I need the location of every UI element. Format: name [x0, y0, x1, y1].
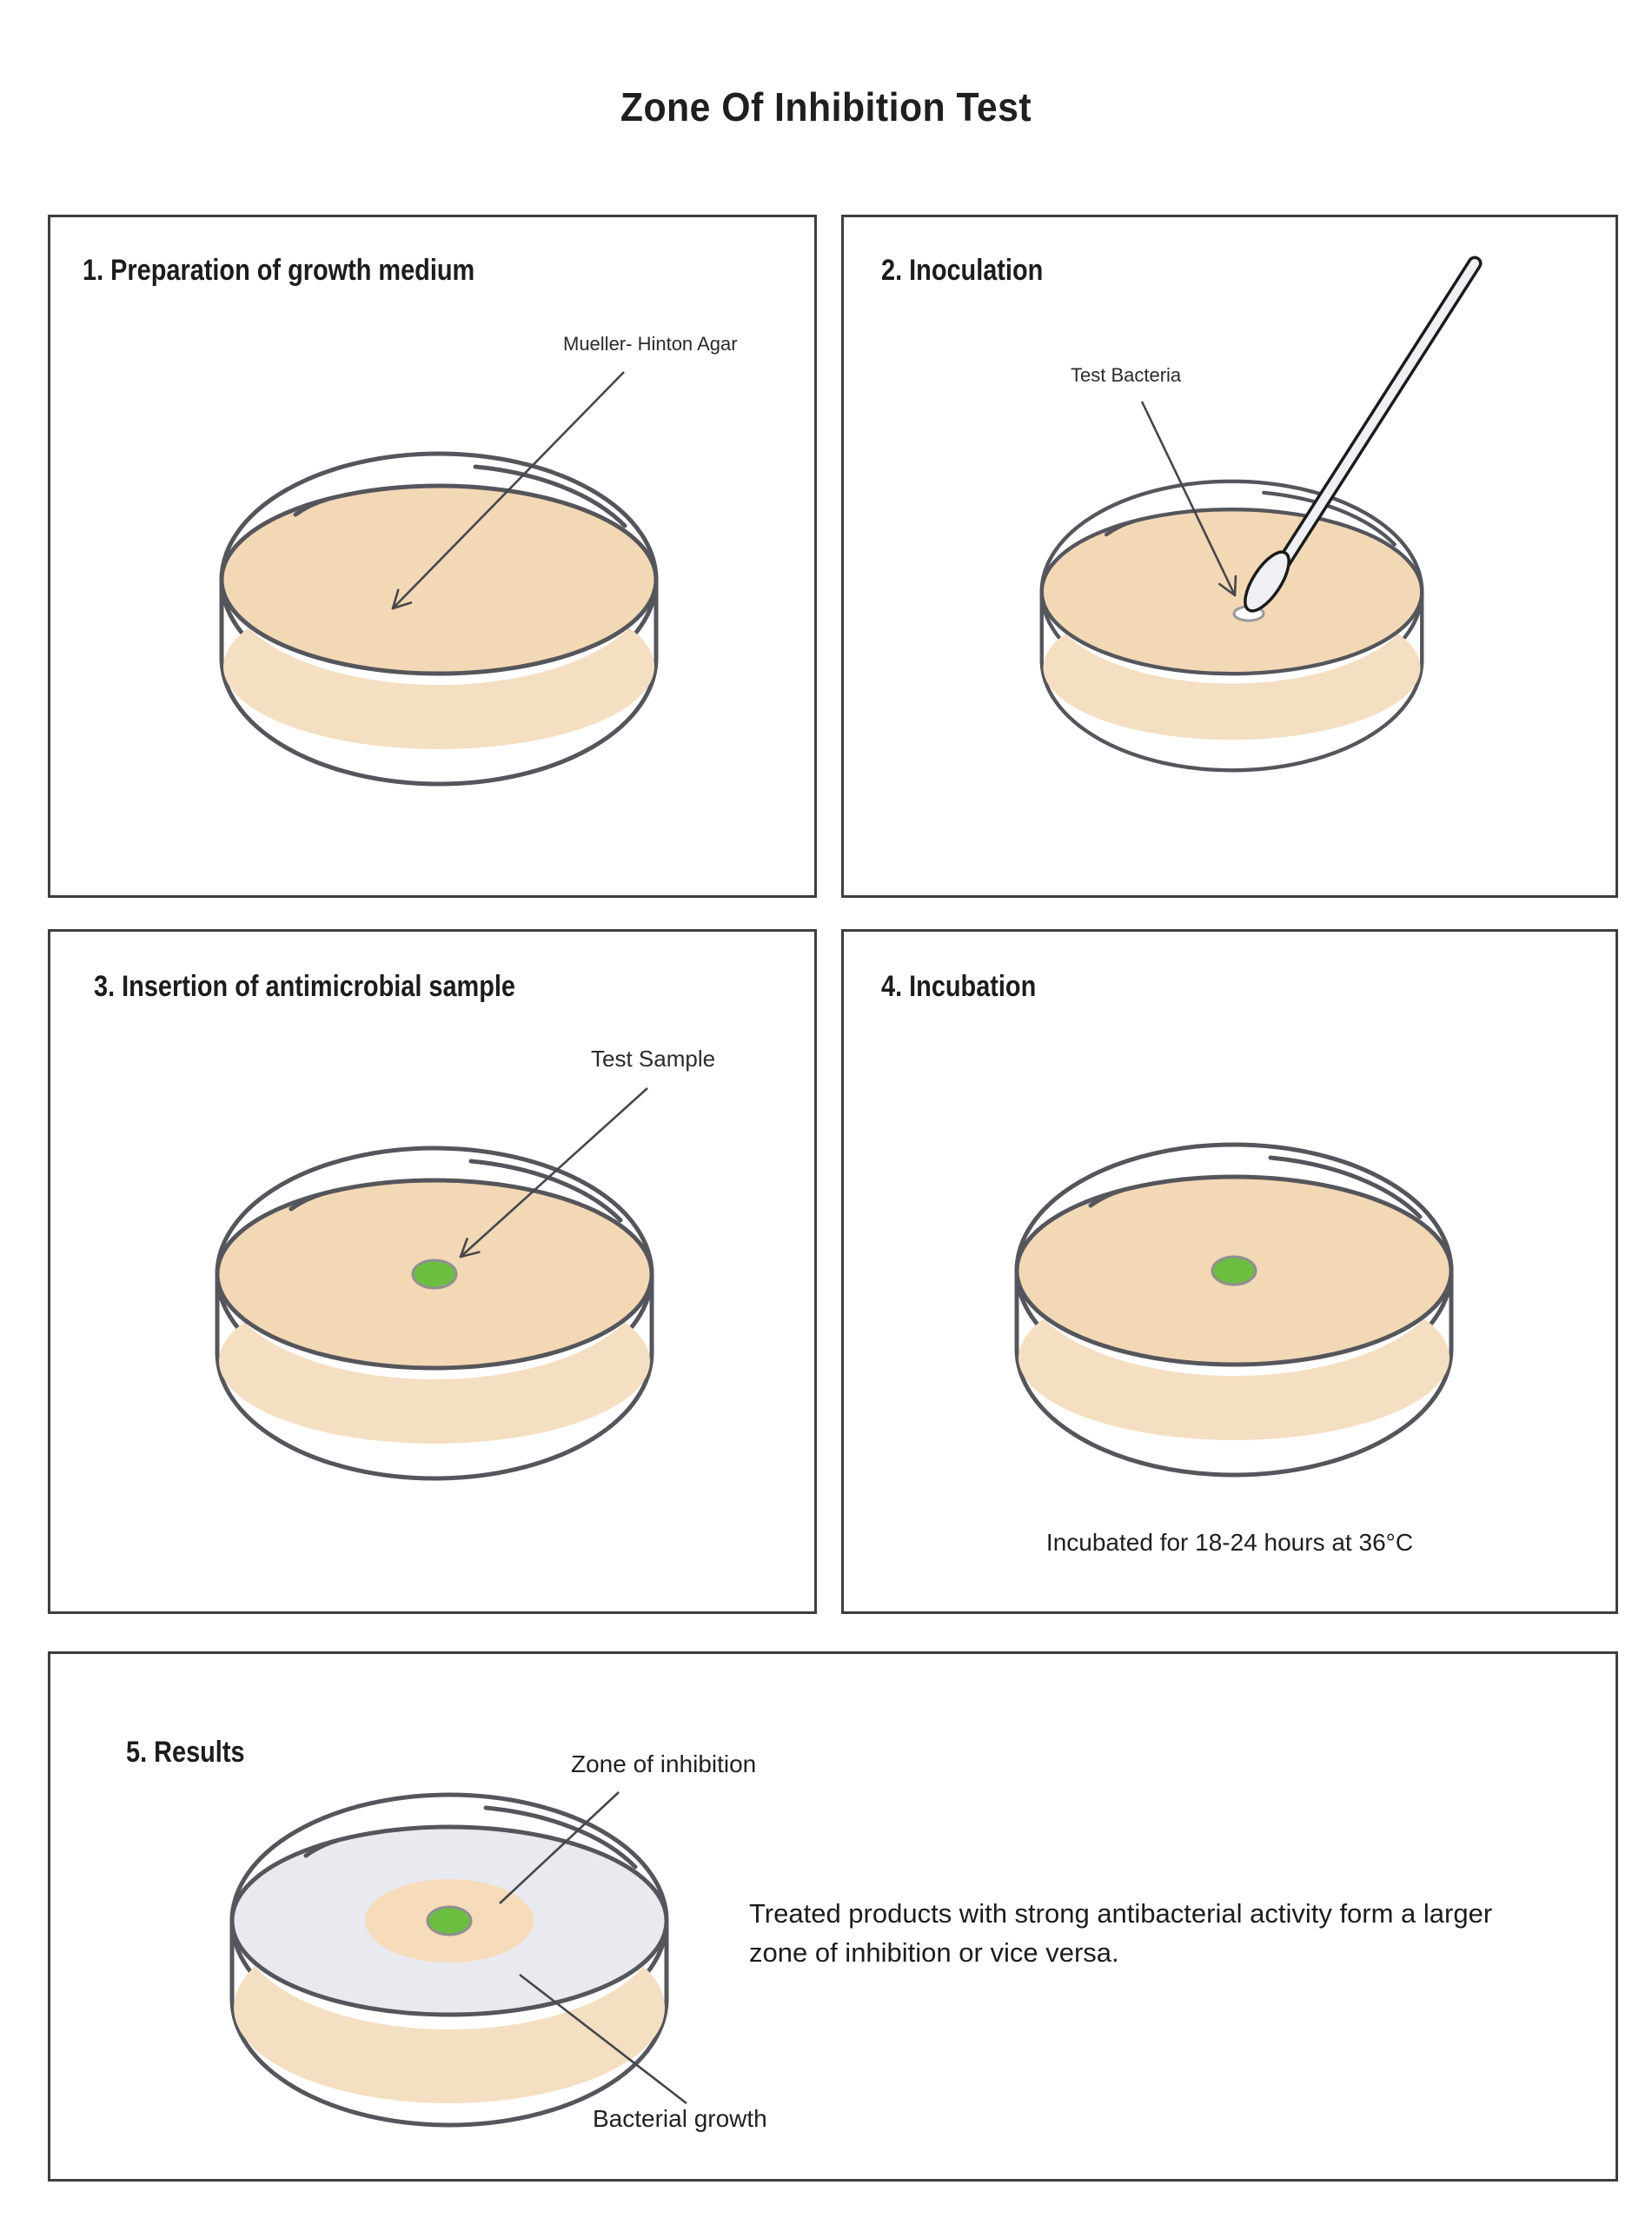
swab-stick: [1277, 259, 1479, 571]
rim-highlight: [473, 464, 627, 528]
caption-incubation-time: Incubated for 18-24 hours at 36°C: [1045, 1529, 1414, 1556]
page-title: Zone Of Inhibition Test: [620, 84, 1032, 130]
panel-3-insertion: [48, 929, 817, 1614]
petri-dish-results: [229, 1792, 669, 2128]
label-mueller-hinton-agar: Mueller- Hinton Agar: [563, 333, 738, 355]
label-zone-of-inhibition: Zone of inhibition: [571, 1750, 757, 1777]
petri-dish-incubation: [1014, 1142, 1454, 1478]
test-sample-disc: [411, 1259, 458, 1290]
test-sample-disc: [426, 1905, 473, 1936]
arrow-test-sample: [459, 1087, 648, 1259]
arrow-test-bacteria: [1140, 401, 1237, 597]
rim-tick: [293, 497, 328, 517]
panel-2-inoculation: [841, 215, 1618, 898]
rim-tick: [303, 1838, 339, 1858]
results-note: Treated products with strong antibacteri…: [749, 1898, 1493, 1968]
rim-highlight: [1262, 490, 1397, 547]
rim-highlight: [468, 1159, 623, 1223]
rim-highlight: [483, 1805, 638, 1870]
heading-incubation: 4. Incubation: [881, 970, 1037, 1003]
cotton-swab: [1232, 256, 1483, 622]
heading-preparation: 1. Preparation of growth medium: [83, 254, 475, 287]
label-test-bacteria: Test Bacteria: [1071, 364, 1182, 386]
test-sample-disc: [1211, 1255, 1257, 1286]
rim-tick: [289, 1192, 324, 1212]
line-bacterial-growth: [519, 1973, 687, 2105]
petri-dish-preparation: [219, 451, 659, 787]
agar-surface: [219, 483, 659, 676]
line-zone-of-inhibition: [499, 1791, 620, 1904]
panel-5-results: [48, 1651, 1618, 2182]
arrow-mueller-hinton-agar: [391, 371, 625, 610]
rim-tick: [1088, 1188, 1124, 1208]
panel-4-incubation: [841, 929, 1618, 1614]
heading-inoculation: 2. Inoculation: [881, 254, 1044, 287]
rim-highlight: [1268, 1155, 1423, 1219]
panel-1-preparation: [48, 215, 817, 898]
heading-results: 5. Results: [126, 1736, 245, 1769]
label-bacterial-growth: Bacterial growth: [593, 2105, 767, 2132]
rim-tick: [1104, 519, 1135, 537]
petri-dish-insertion: [215, 1146, 654, 1481]
label-test-sample: Test Sample: [591, 1046, 716, 1072]
swab-cotton-tip: [1244, 550, 1290, 613]
petri-dish-inoculation: [1039, 479, 1424, 773]
heading-insertion: 3. Insertion of antimicrobial sample: [94, 970, 516, 1003]
